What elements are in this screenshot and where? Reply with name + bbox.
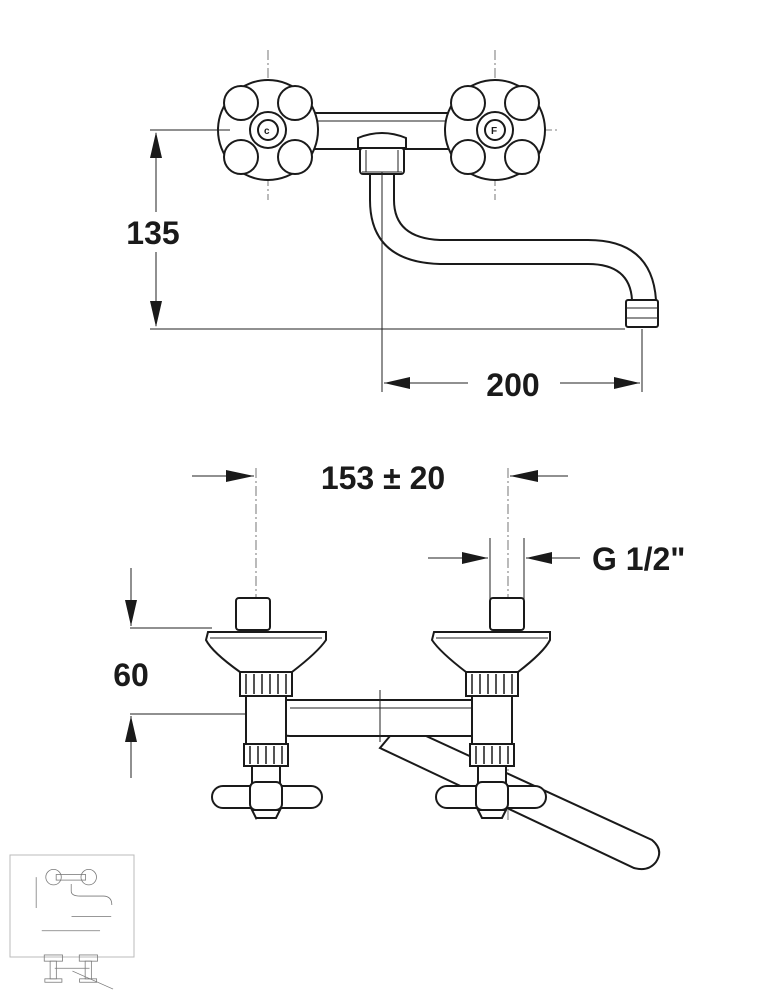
mixer-body-front <box>275 690 501 742</box>
height-dimension-top: 135 <box>126 129 625 330</box>
reach-dimension: 200 <box>381 172 643 403</box>
height-top-label: 135 <box>126 215 179 251</box>
reach-label: 200 <box>486 367 539 403</box>
left-handle-top-icon: c <box>217 79 319 181</box>
drawing-thumbnail-icon[interactable] <box>9 854 135 990</box>
connection-dimension: G 1/2" <box>428 538 685 600</box>
svg-text:F: F <box>491 126 497 137</box>
spout-nut-icon <box>357 132 407 175</box>
height-front-label: 60 <box>113 657 149 693</box>
front-view: 153 ± 20 G 1/2" 60 <box>113 460 685 871</box>
right-valve-front-icon <box>430 597 551 819</box>
right-handle-top-icon: F <box>444 79 546 181</box>
left-valve-front-icon <box>204 597 327 819</box>
connection-label: G 1/2" <box>592 541 685 577</box>
center-distance-label: 153 ± 20 <box>321 460 445 496</box>
top-view: c F <box>126 50 659 403</box>
svg-text:c: c <box>264 126 270 137</box>
spout-pipe-top <box>369 174 659 328</box>
height-dimension-front: 60 <box>113 568 250 778</box>
center-distance-dimension: 153 ± 20 <box>192 460 568 496</box>
